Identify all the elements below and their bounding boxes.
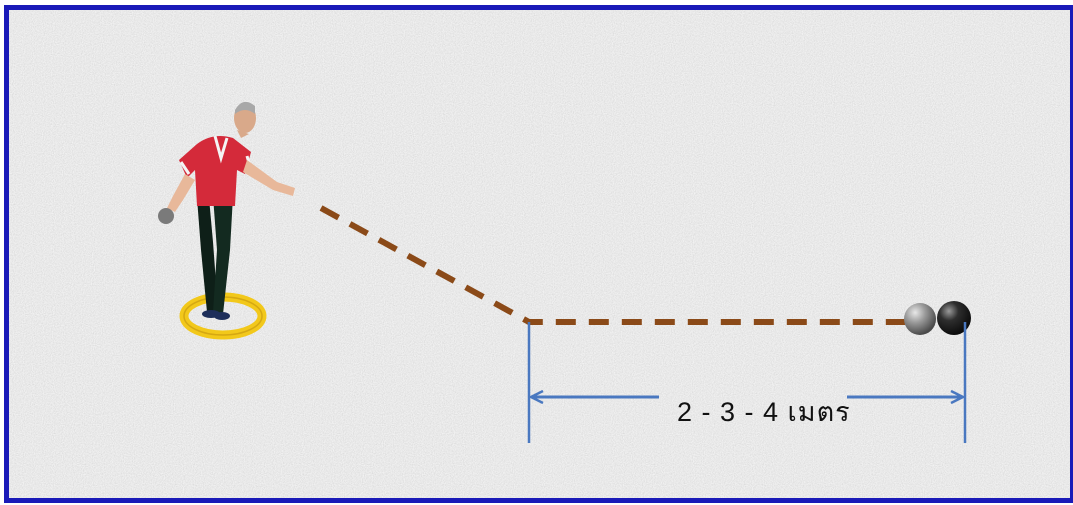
distance-measure [527,322,967,443]
distance-label: 2 - 3 - 4 เมตร [677,397,851,427]
boules [904,301,971,335]
gravel-ground [9,10,1070,498]
grey-boule [904,303,936,335]
throw-path [319,205,905,325]
scene [158,101,971,443]
diagram-frame: 2 - 3 - 4 เมตร [4,5,1073,503]
player-figure [158,101,295,320]
black-boule [937,301,971,335]
